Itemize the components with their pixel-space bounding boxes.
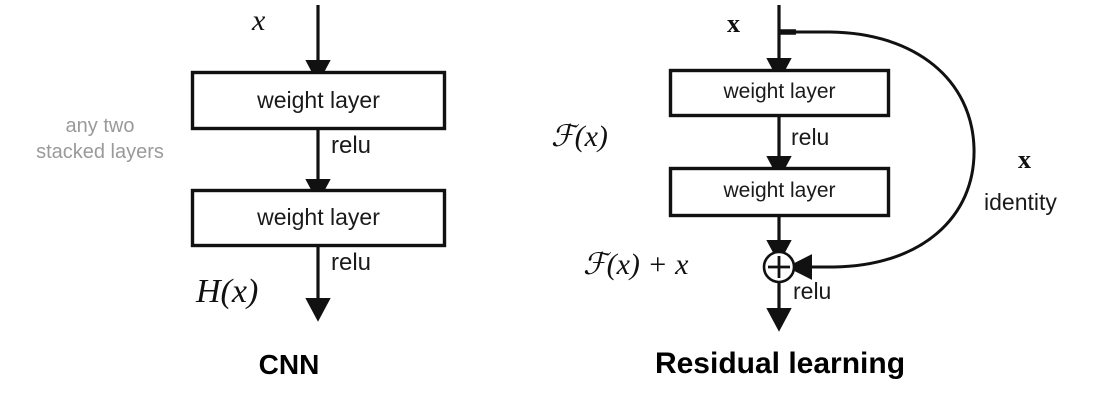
shortcut-identity-label: identity — [984, 189, 1057, 215]
right-input-label: x — [727, 9, 740, 38]
shortcut-connection-curve — [781, 30, 976, 280]
right-weight-layer-box-1 — [668, 68, 891, 118]
residual-function-label: ℱ(x) — [551, 120, 608, 153]
right-weight-layer-label-2: weight layer — [723, 179, 836, 202]
right-relu-label-2: relu — [793, 278, 832, 304]
left-input-label: x — [252, 4, 266, 37]
right-output-label: ℱ(x) + x — [583, 248, 689, 281]
left-relu-label-1: relu — [331, 132, 372, 159]
right-weight-layer-label-1: weight layer — [723, 80, 836, 103]
left-weight-layer-label-1: weight layer — [257, 87, 380, 113]
left-weight-layer-label-2: weight layer — [257, 204, 380, 230]
left-panel-caption: CNN — [258, 349, 320, 380]
right-relu-label-1: relu — [791, 124, 830, 150]
left-output-label: H(x) — [196, 273, 259, 310]
left-side-note-line-1: any two — [65, 115, 135, 137]
left-weight-layer-box-2 — [190, 188, 447, 248]
right-panel-caption: Residual learning — [654, 347, 906, 380]
shortcut-x-label: x — [1018, 145, 1031, 174]
left-relu-label-2: relu — [331, 249, 372, 276]
left-side-note-line-2: stacked layers — [36, 141, 164, 163]
